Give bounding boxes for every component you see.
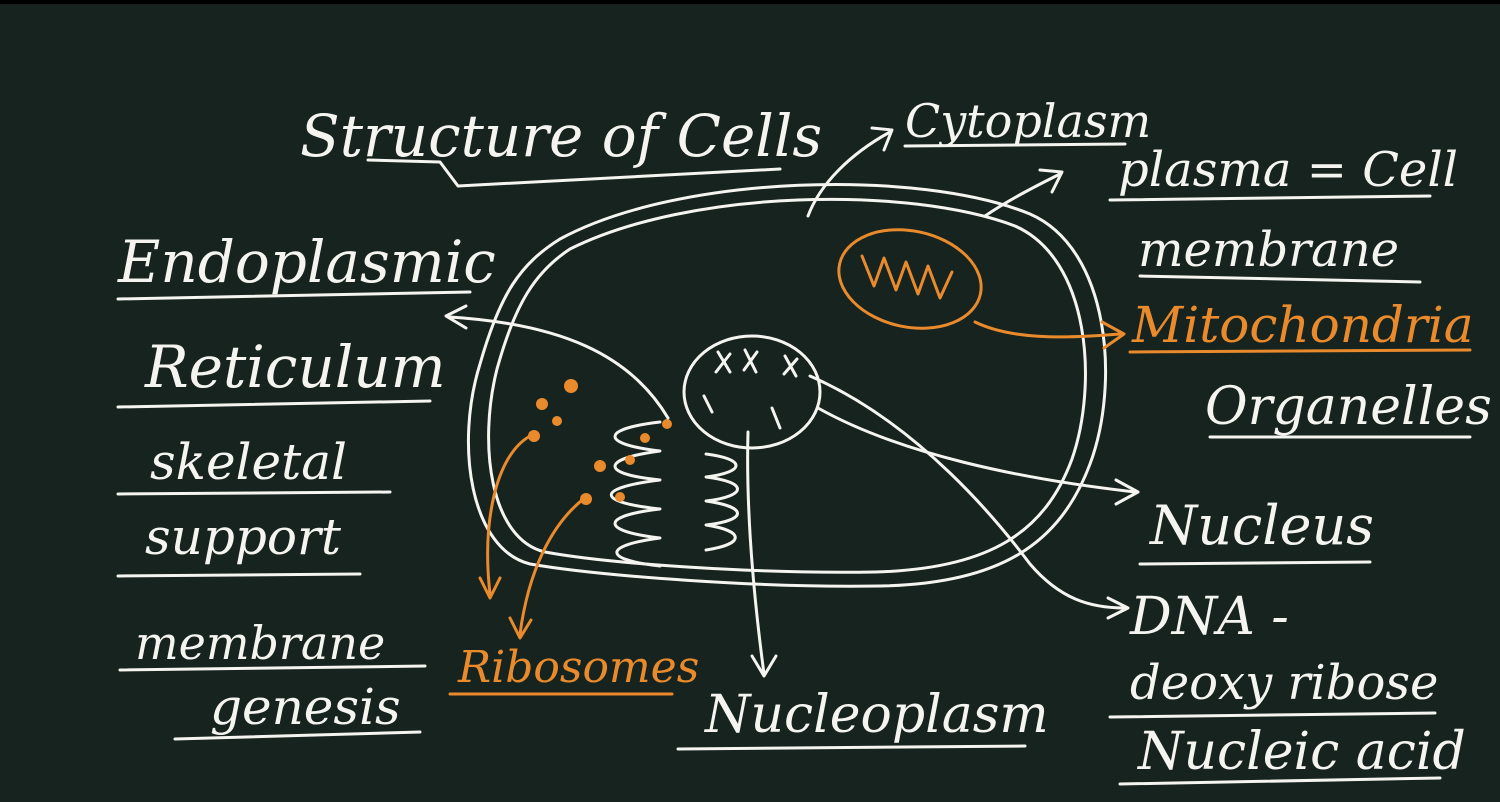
arrow-to-mitochondria (973, 320, 1126, 350)
er-label-line2: Reticulum (144, 333, 446, 401)
underlines (116, 142, 1472, 786)
er-squiggle-left (610, 420, 662, 568)
arrow-to-nucleus (816, 406, 1140, 506)
er-function2-line1: membrane (135, 616, 385, 670)
er-function1-line1: skeletal (150, 433, 347, 491)
title-text: Structure of Cells (300, 102, 822, 170)
arrow-to-plasma-membrane (983, 168, 1064, 218)
arrow-to-dna (808, 374, 1130, 620)
mitochondria-label: Mitochondria (1131, 296, 1474, 354)
chromosome-marks (702, 348, 799, 430)
mitochondrion-shape (837, 228, 983, 330)
er-label-line1: Endoplasmic (117, 228, 496, 296)
cytoplasm-label: Cytoplasm (905, 94, 1151, 148)
er-function2-line2: genesis (210, 678, 401, 736)
chalkboard: Structure of Cells Cytoplasm plasma = Ce… (0, 4, 1500, 802)
dna-label-line3: Nucleic acid (1136, 722, 1466, 782)
cell-structure-diagram: Structure of Cells Cytoplasm plasma = Ce… (116, 94, 1492, 786)
arrow-to-ribosomes-2 (508, 495, 588, 640)
er-squiggle-right (704, 452, 739, 552)
plasma-label-line2: membrane (1138, 222, 1399, 278)
cell-membrane-outer (466, 182, 1108, 588)
dna-label-line1: DNA - (1129, 587, 1289, 647)
nucleoplasm-label: Nucleoplasm (703, 685, 1049, 745)
mitochondrion-cristae (860, 254, 954, 300)
arrow-to-ribosomes-1 (478, 434, 532, 600)
plasma-label-line1: plasma = Cell (1118, 142, 1458, 198)
er-function1-line2: support (145, 508, 342, 566)
dna-label-line2: deoxy ribose (1130, 655, 1438, 711)
organelles-label: Organelles (1205, 377, 1492, 437)
ribosomes-label: Ribosomes (457, 642, 699, 693)
cell-membrane-inner (487, 197, 1087, 574)
nucleus-shape (682, 334, 822, 450)
arrow-to-cytoplasm (806, 126, 894, 218)
arrow-to-nucleoplasm (746, 430, 778, 678)
nucleus-label: Nucleus (1148, 494, 1374, 557)
ribosome-dots (528, 379, 672, 505)
arrow-to-endoplasmic-reticulum (444, 304, 670, 420)
